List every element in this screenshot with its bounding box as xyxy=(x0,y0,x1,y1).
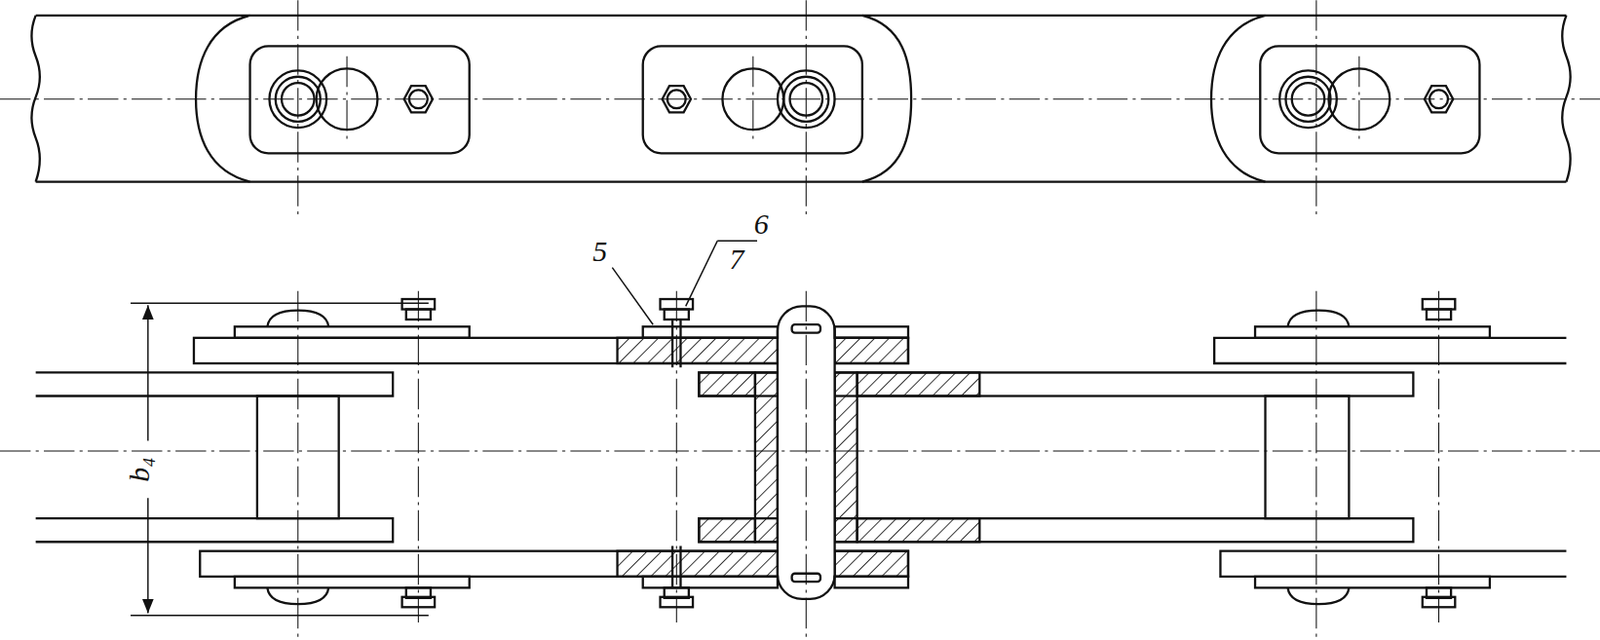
dimension-label: b₄ xyxy=(123,455,153,484)
callout-number: 5 xyxy=(590,236,610,267)
callout-number: 6 xyxy=(752,209,771,239)
callout-number: 7 xyxy=(727,244,747,274)
top-view xyxy=(0,0,1600,217)
section-view xyxy=(0,240,1600,640)
